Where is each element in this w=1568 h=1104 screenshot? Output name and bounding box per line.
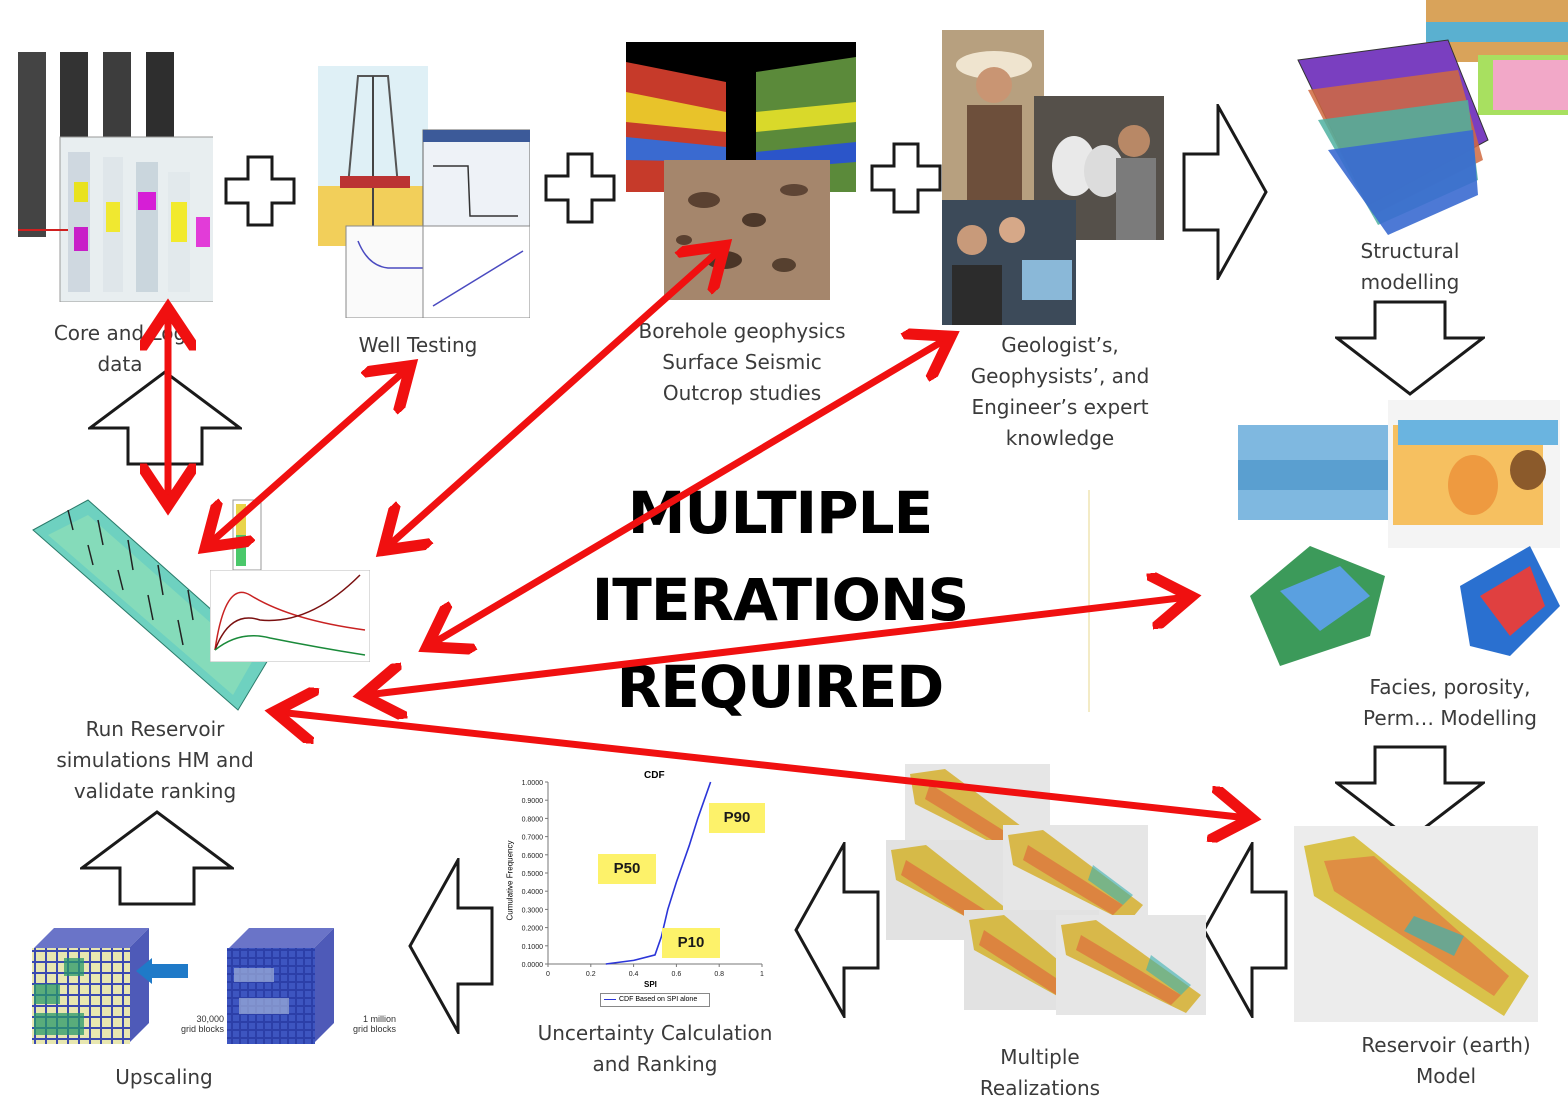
facies-section-image	[1238, 400, 1560, 548]
cdf-x-tick-label: 1	[760, 971, 764, 978]
cdf-x-tick-label: 0.6	[672, 971, 682, 978]
core-log-image	[8, 52, 213, 302]
structural-label: Structural modelling	[1360, 239, 1460, 294]
flow-arrow-right-icon	[1182, 104, 1268, 280]
arrow-expert	[430, 338, 948, 645]
flow-arrow-left-icon	[408, 858, 494, 1034]
arrow-facies	[366, 597, 1188, 695]
large-grid-label: 1 million grid blocks	[352, 1014, 396, 1034]
arrow-reservoir-model	[278, 712, 1248, 818]
reservoir-model-image	[1294, 826, 1538, 1022]
flow-arrow-left-icon	[794, 842, 880, 1018]
outcrop-image	[664, 160, 830, 300]
simulation-label: Run Reservoir simulations HM and validat…	[56, 717, 254, 803]
small-grid-label: 30,000 grid blocks	[180, 1014, 224, 1034]
arrow-well-testing	[208, 368, 408, 545]
p10-label: P10	[662, 928, 720, 958]
cdf-x-tick-label: 0	[546, 971, 550, 978]
cdf-x-tick-label: 0.2	[586, 971, 596, 978]
facies-label: Facies, porosity, Perm… Modelling	[1363, 675, 1537, 730]
cdf-legend: CDF Based on SPI alone	[600, 993, 710, 1007]
simulation-chart-image	[210, 570, 370, 662]
cdf-y-tick-label: 0.1000	[522, 944, 544, 951]
expert-label: Geologist’s, Geophysists’, and Engineer’…	[970, 333, 1150, 450]
cdf-y-tick-label: 0.4000	[522, 889, 544, 896]
plus-icon	[224, 155, 296, 227]
upscaling-label: Upscaling	[115, 1065, 213, 1089]
cdf-y-tick-label: 0.2000	[522, 926, 544, 933]
flow-arrow-down-icon	[1335, 745, 1485, 841]
cdf-y-tick-label: 0.0000	[522, 962, 544, 969]
uncertainty-label: Uncertainty Calculation and Ranking	[537, 1021, 773, 1076]
cdf-y-tick-label: 0.3000	[522, 907, 544, 914]
cdf-y-tick-label: 0.5000	[522, 871, 544, 878]
flow-arrow-up-icon	[80, 810, 234, 906]
cdf-y-tick-label: 0.6000	[522, 853, 544, 860]
plus-icon	[544, 152, 616, 224]
cdf-xlabel: SPI	[644, 980, 657, 989]
realization-image	[1056, 915, 1206, 1015]
cdf-x-tick-label: 0.8	[714, 971, 724, 978]
engineer-photo	[942, 200, 1076, 325]
plus-icon	[870, 142, 942, 214]
realizations-label: Multiple Realizations	[979, 1045, 1101, 1100]
structural-model-image	[1278, 0, 1568, 240]
flow-arrow-down-icon	[1335, 300, 1485, 396]
reservoir-model-label: Reservoir (earth) Model	[1361, 1033, 1531, 1088]
p50-label: P50	[598, 854, 656, 884]
facies-3d-image	[1240, 536, 1562, 670]
cdf-x-tick-label: 0.4	[629, 971, 639, 978]
upscaling-image: 30,000 grid blocks 1 million grid blocks	[24, 918, 404, 1048]
flow-arrow-left-icon	[1202, 842, 1288, 1018]
geologist-photo	[942, 30, 1044, 200]
